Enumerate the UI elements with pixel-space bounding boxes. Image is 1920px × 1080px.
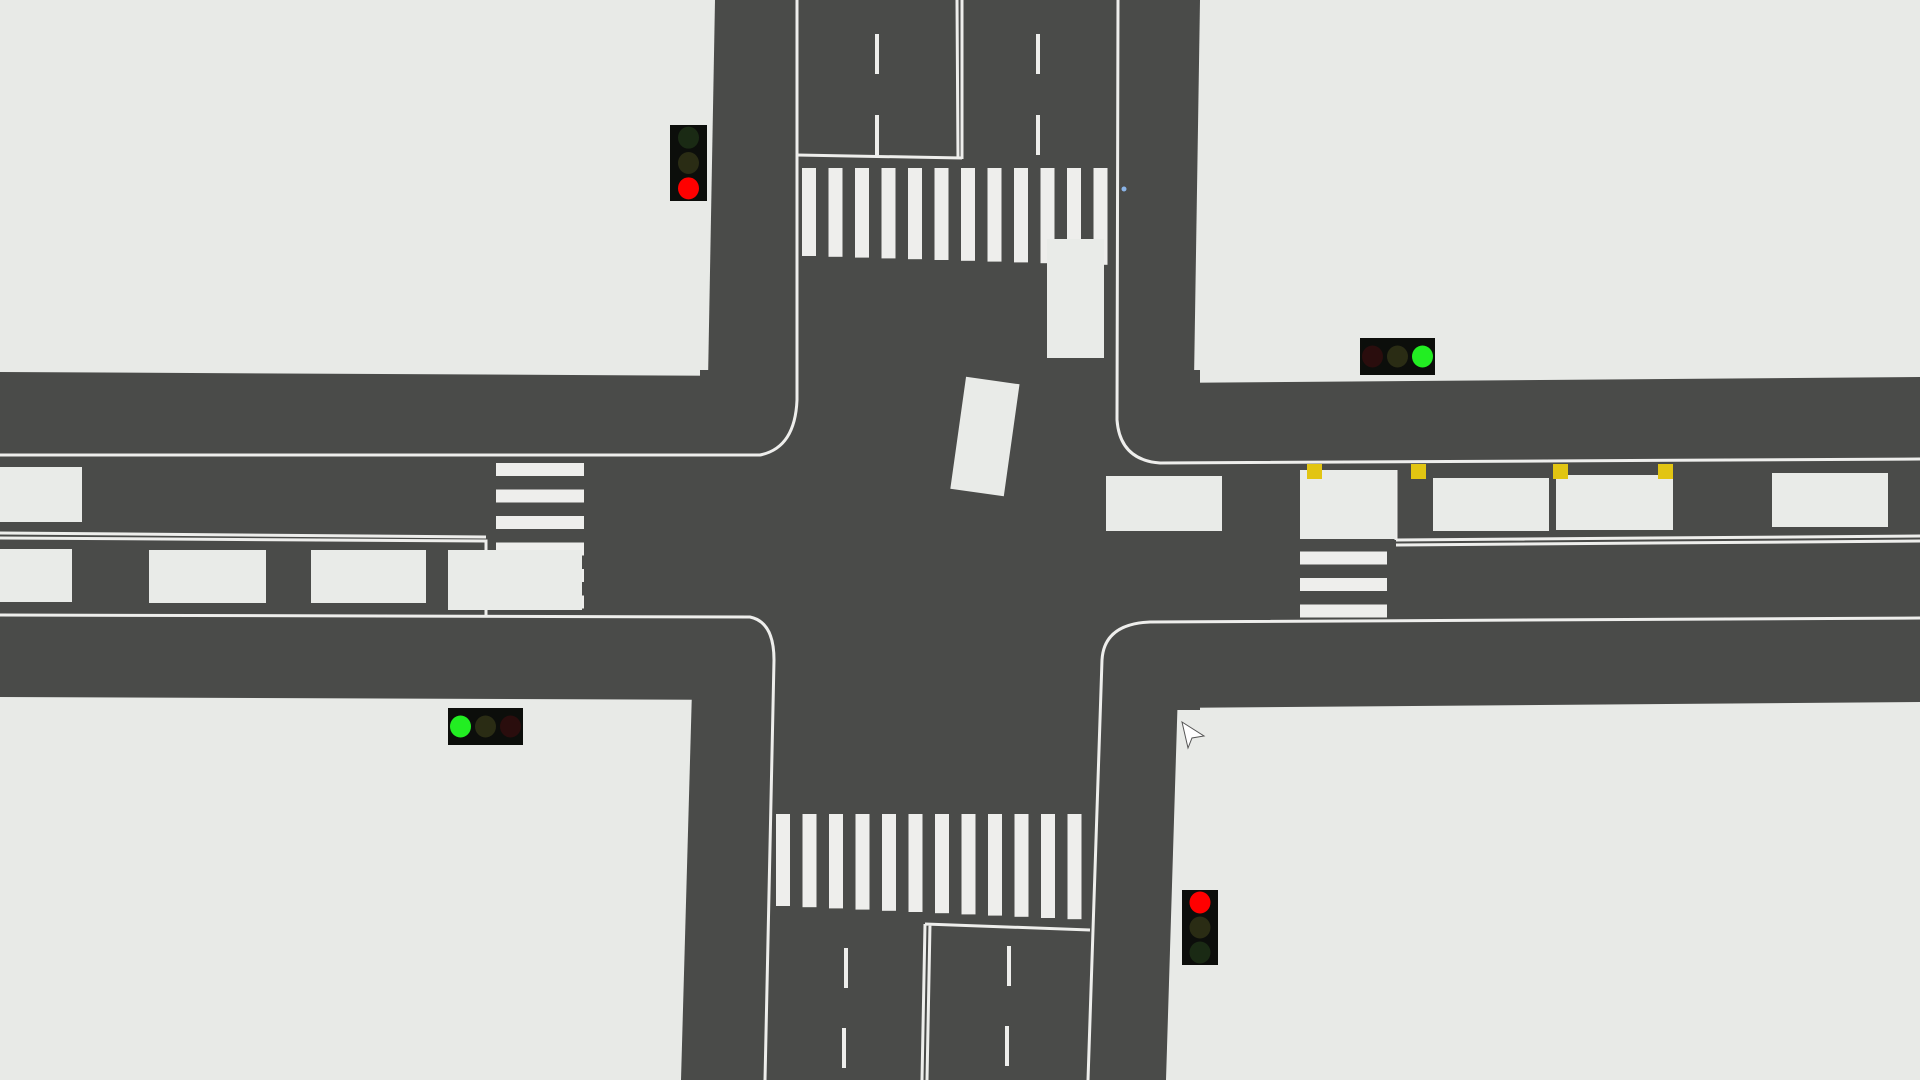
crosswalk-stripe <box>987 168 1002 262</box>
green-lamp-off <box>678 126 699 149</box>
crosswalk-stripe <box>961 814 976 915</box>
traffic-light-south-east[interactable] <box>1182 890 1218 965</box>
crosswalk-stripe <box>1067 814 1082 920</box>
waypoint-dot <box>1121 186 1127 192</box>
crosswalk-stripe <box>961 168 975 261</box>
vehicle[interactable] <box>1106 476 1222 531</box>
vehicle-turning[interactable] <box>950 376 1020 497</box>
crosswalk-stripe <box>802 168 816 256</box>
red-lamp-on <box>1189 891 1211 914</box>
vehicle[interactable] <box>0 467 82 522</box>
lane-sensor <box>1307 464 1322 479</box>
traffic-light-south-west[interactable] <box>448 708 523 745</box>
vehicle[interactable] <box>0 549 72 602</box>
sensors <box>1307 464 1673 479</box>
crosswalk-stripe <box>881 168 896 259</box>
crosswalk-stripe <box>829 814 843 909</box>
crosswalk-stripe <box>496 463 584 476</box>
crosswalk-stripe <box>908 168 922 260</box>
vehicle[interactable] <box>1047 239 1104 358</box>
crosswalk-stripe <box>496 516 584 529</box>
lane-sensor <box>1411 464 1426 479</box>
crosswalk-stripe <box>1300 604 1387 618</box>
crosswalk-stripe <box>934 168 949 260</box>
traffic-light-north-east[interactable] <box>1360 338 1435 375</box>
vehicle[interactable] <box>311 550 426 603</box>
amber-lamp-off <box>1387 345 1408 368</box>
crosswalk-stripe <box>802 814 817 908</box>
crosswalk-stripe <box>908 814 923 912</box>
vehicle[interactable] <box>1772 473 1888 527</box>
green-lamp-on <box>450 715 471 738</box>
crosswalk-stripe <box>855 168 869 258</box>
red-lamp-off <box>1362 345 1383 368</box>
amber-lamp-off <box>1189 916 1211 939</box>
vehicle[interactable] <box>1300 470 1396 539</box>
lane-sensor <box>1658 464 1673 479</box>
vehicle[interactable] <box>149 550 266 603</box>
crosswalk-stripe <box>1300 551 1387 565</box>
red-lamp-on <box>678 177 699 200</box>
red-lamp-off <box>500 715 521 738</box>
crosswalk-stripe <box>988 814 1002 916</box>
arrow-cursor-icon <box>1181 720 1206 750</box>
vehicle[interactable] <box>1433 478 1549 531</box>
crosswalk-stripe <box>1014 814 1029 917</box>
crosswalk-stripe <box>496 489 584 503</box>
crosswalk-stripe <box>855 814 870 910</box>
crosswalk-stripe <box>828 168 843 257</box>
traffic-light-north-west[interactable] <box>670 125 707 201</box>
south-road <box>681 690 1178 1080</box>
crosswalk-stripe <box>1041 814 1055 918</box>
amber-lamp-off <box>678 152 699 174</box>
lane-sensor <box>1553 464 1568 479</box>
vehicles <box>0 239 1888 610</box>
vehicle[interactable] <box>448 550 582 610</box>
crosswalk-stripe <box>1300 578 1387 591</box>
crosswalk-stripe <box>1014 168 1028 263</box>
crosswalk-stripe <box>882 814 896 911</box>
amber-lamp-off <box>475 715 496 738</box>
green-lamp-on <box>1412 345 1433 368</box>
crosswalk-stripe <box>935 814 949 914</box>
green-lamp-off <box>1189 941 1211 964</box>
crosswalk-stripe <box>776 814 790 906</box>
traffic-lights <box>448 125 1435 965</box>
vehicle[interactable] <box>1556 475 1673 530</box>
